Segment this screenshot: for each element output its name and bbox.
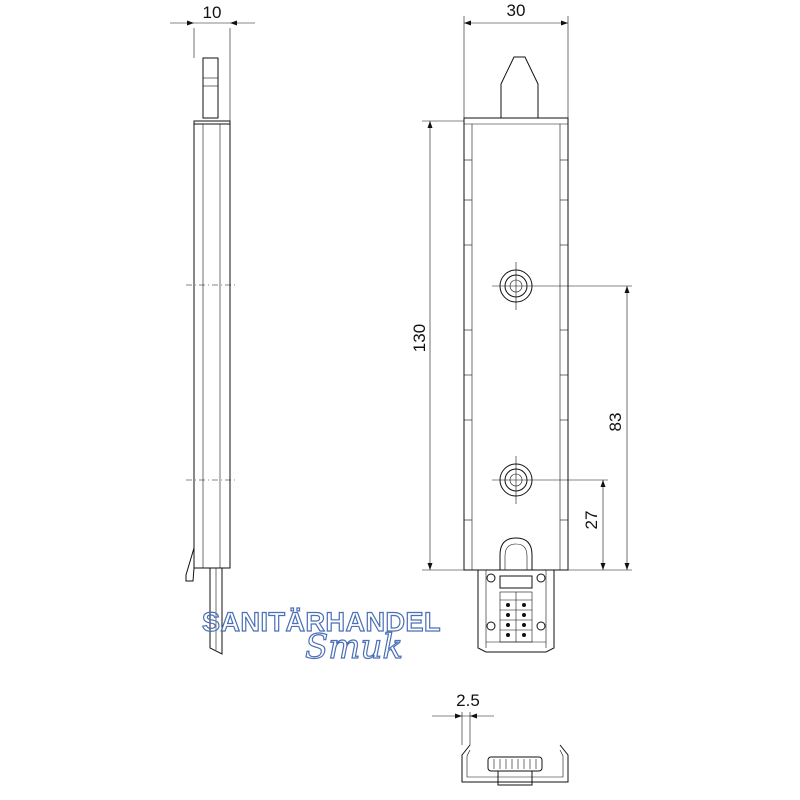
upper-screw-hole [492, 262, 540, 310]
lower-screw-hole [492, 456, 540, 504]
profile-view: 2.5 [432, 691, 569, 786]
watermark-line1: SANITÄRHANDEL [202, 607, 441, 637]
dim-hole-distance: 83 [606, 413, 625, 432]
side-view: 10 [170, 3, 255, 655]
bottom-mechanism [477, 570, 555, 653]
watermark-logo: SANITÄRHANDEL Smuk [201, 606, 441, 667]
dim-side-width: 10 [203, 3, 222, 22]
front-view: 30 130 83 27 [410, 1, 632, 653]
dim-front-width: 30 [507, 1, 526, 20]
dim-bottom-hole: 27 [582, 511, 601, 530]
dim-total-length: 130 [410, 324, 429, 352]
dim-profile-offset: 2.5 [456, 691, 480, 710]
watermark-line2: Smuk [305, 627, 403, 667]
